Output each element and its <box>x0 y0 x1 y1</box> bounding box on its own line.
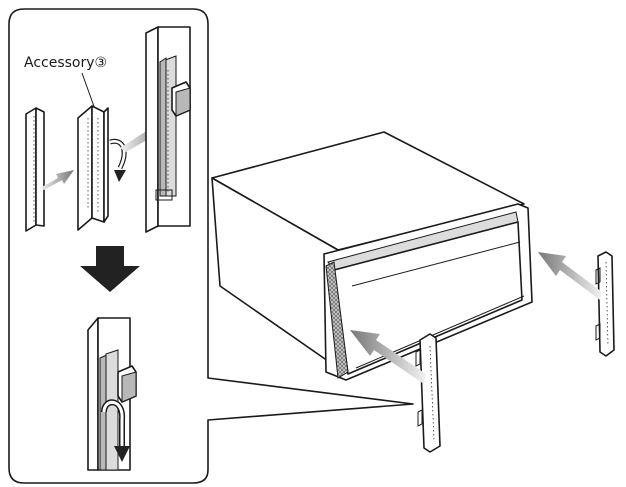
trim-plate-left <box>415 333 441 453</box>
step-down-arrow-icon <box>80 246 140 292</box>
side-rail-top <box>145 26 191 233</box>
insert-arrow-right <box>538 252 602 300</box>
insert-arrow-left <box>350 330 426 384</box>
trim-strip-loose <box>25 107 45 232</box>
knurled-edge <box>325 261 349 379</box>
callout-outline <box>8 8 414 484</box>
inset-panel <box>8 8 414 484</box>
accessory-label: Accessory③ <box>24 55 107 71</box>
trim-plate-right <box>595 251 615 357</box>
accessory-bracket <box>77 105 109 231</box>
slide-down-arrow-icon <box>101 399 130 462</box>
insert-arrow-1 <box>40 170 74 190</box>
accessory-leader-line <box>81 72 97 113</box>
